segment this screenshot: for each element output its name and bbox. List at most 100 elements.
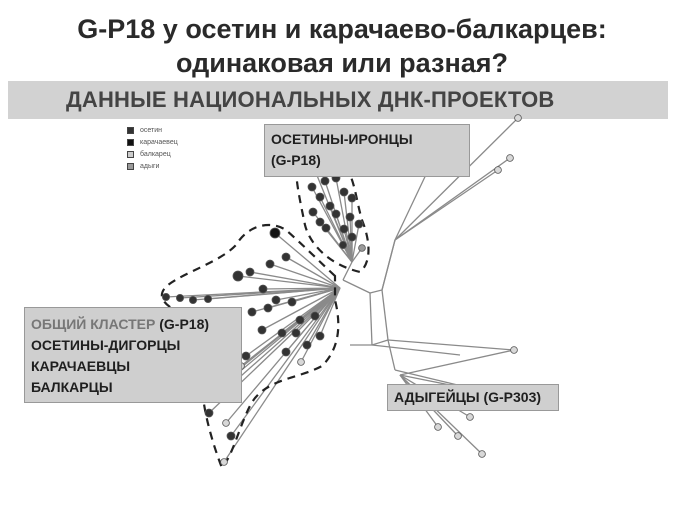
- legend-label: осетин: [140, 126, 163, 134]
- tree-node: [281, 347, 291, 357]
- tree-edge: [230, 287, 341, 437]
- tree-node: [257, 325, 267, 335]
- cluster-label-line: (G-P18): [271, 152, 321, 168]
- tree-edge: [300, 287, 341, 363]
- cluster-label-rest: (G-P18): [155, 316, 210, 332]
- tree-node: [339, 187, 349, 197]
- cluster-label-common: ОБЩИЙ КЛАСТЕР (G-P18) ОСЕТИНЫ-ДИГОРЦЫ КА…: [24, 307, 242, 403]
- tree-node: [315, 217, 325, 227]
- tree-node: [258, 284, 268, 294]
- tree-node: [321, 223, 331, 233]
- cluster-label-ironcy: ОСЕТИНЫ-ИРОНЦЫ (G-P18): [264, 124, 470, 177]
- tree-edge: [335, 213, 353, 263]
- subtitle-text: ДАННЫЕ НАЦИОНАЛЬНЫХ ДНК-ПРОЕКТОВ: [66, 87, 555, 112]
- tree-edge: [381, 239, 396, 291]
- tree-node: [295, 315, 305, 325]
- legend-item-ossetian: осетин: [127, 124, 178, 136]
- tree-edge: [223, 287, 341, 463]
- tree-edge: [381, 289, 389, 341]
- legend-swatch: [127, 138, 134, 146]
- tree-edge: [249, 271, 341, 289]
- tree-edge: [231, 287, 341, 385]
- slide-title-line1: G-P18 у осетин и карачаево-балкарцев:: [77, 14, 607, 44]
- tree-node: [478, 450, 486, 458]
- cluster-label-line: КАРАЧАЕВЦЫ: [31, 358, 131, 374]
- tree-edge: [369, 289, 383, 294]
- tree-node: [302, 340, 312, 350]
- tree-node: [338, 240, 347, 249]
- tree-edge: [192, 287, 341, 301]
- legend-item-adyghe: адыги: [127, 160, 178, 172]
- tree-edge: [342, 261, 353, 281]
- tree-edge: [269, 263, 341, 289]
- legend: осетин карачаевец балкарец адыги: [127, 124, 178, 172]
- cluster-label-line: БАЛКАРЦЫ: [31, 379, 113, 395]
- tree-node: [204, 408, 214, 418]
- tree-node: [188, 295, 197, 304]
- tree-node: [263, 303, 273, 313]
- tree-node: [506, 154, 514, 162]
- legend-swatch: [127, 126, 134, 134]
- tree-node: [320, 176, 330, 186]
- tree-edge: [351, 223, 360, 263]
- tree-node: [247, 307, 257, 317]
- tree-edge: [319, 287, 341, 337]
- tree-edge: [394, 169, 499, 241]
- tree-node: [358, 244, 366, 252]
- slide-title-line2: одинаковая или разная?: [175, 48, 509, 78]
- tree-node: [354, 219, 364, 229]
- tree-node: [287, 297, 297, 307]
- legend-swatch: [127, 162, 134, 170]
- tree-node: [226, 431, 236, 441]
- tree-edge: [371, 339, 389, 346]
- tree-node: [175, 293, 184, 302]
- cluster-label-muted: ОБЩИЙ КЛАСТЕР: [31, 316, 156, 332]
- tree-edge: [261, 287, 341, 331]
- tree-edge: [237, 275, 341, 289]
- tree-edge: [325, 227, 353, 263]
- tree-node: [331, 209, 341, 219]
- subtitle-banner: ДАННЫЕ НАЦИОНАЛЬНЫХ ДНК-ПРОЕКТОВ: [8, 81, 668, 119]
- tree-edge: [369, 292, 373, 346]
- tree-node: [222, 419, 230, 427]
- tree-node: [281, 252, 291, 262]
- tree-edge: [274, 232, 341, 289]
- tree-node: [241, 351, 251, 361]
- tree-edge: [335, 177, 353, 263]
- cluster-label-line: ОСЕТИНЫ-ИРОНЦЫ: [271, 131, 413, 147]
- tree-node: [297, 358, 305, 366]
- tree-edges: [165, 117, 519, 463]
- tree-edge: [371, 344, 461, 356]
- tree-node: [291, 328, 301, 338]
- tree-node: [454, 432, 462, 440]
- tree-node: [310, 311, 320, 321]
- tree-node: [161, 292, 170, 301]
- tree-node: [315, 331, 325, 341]
- legend-label: балкарец: [140, 150, 171, 158]
- tree-edge: [343, 191, 353, 263]
- tree-node: [203, 294, 212, 303]
- tree-node: [339, 224, 349, 234]
- tree-node: [345, 212, 355, 222]
- cluster-label-line: АДЫГЕЙЦЫ (G-P303): [394, 389, 542, 405]
- tree-edge: [275, 287, 341, 301]
- legend-item-karachay: карачаевец: [127, 136, 178, 148]
- legend-label: карачаевец: [140, 138, 178, 146]
- tree-edge: [343, 228, 353, 263]
- tree-node: [265, 259, 275, 269]
- cluster-label-line: ОБЩИЙ КЛАСТЕР (G-P18): [31, 314, 235, 335]
- tree-node: [232, 270, 244, 282]
- tree-edge: [225, 287, 341, 424]
- tree-edge: [245, 287, 341, 357]
- cluster-label-line: ОСЕТИНЫ-ДИГОРЦЫ: [31, 337, 181, 353]
- tree-edge: [285, 256, 341, 289]
- tree-node: [245, 267, 255, 277]
- tree-edge: [399, 349, 515, 376]
- legend-label: адыги: [140, 162, 160, 170]
- tree-node: [277, 328, 287, 338]
- tree-node: [271, 295, 281, 305]
- tree-node: [510, 346, 518, 354]
- tree-edge: [394, 117, 519, 241]
